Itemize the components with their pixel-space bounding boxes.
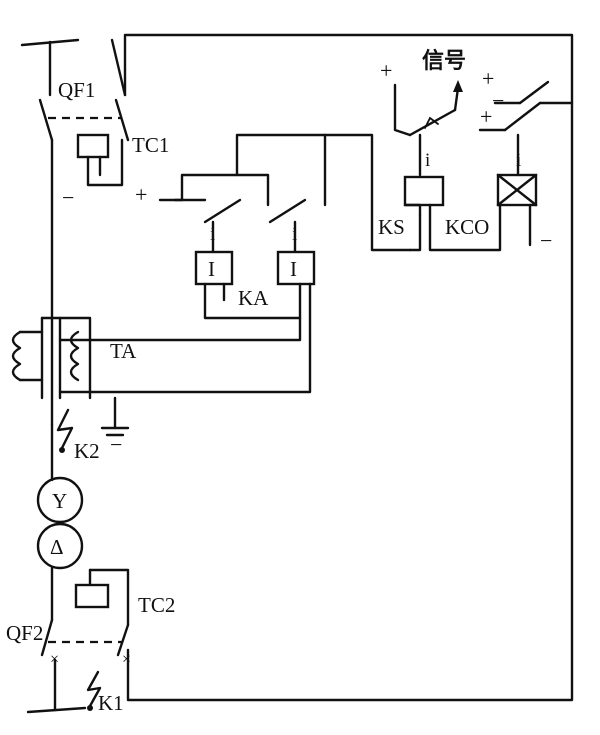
k2-fault-point [50,408,74,482]
k1-label: K1 [98,691,124,715]
ka-right-i-label: i [292,224,297,245]
tc1-label: TC1 [132,133,169,157]
transformer-delta-symbol: Δ [50,535,64,559]
k2-label: K2 [74,439,100,463]
kco-output-relay [478,80,550,247]
kco-label: KCO [445,215,489,239]
qf2-label: QF2 [6,621,43,645]
k1-fault-point [86,670,102,711]
qf2-breaker: × × [26,618,131,714]
ks-i-label: i [425,150,430,171]
ka-relay-right [58,220,316,394]
ta-label: TA [110,339,137,363]
ks-label: KS [378,215,405,239]
tc1-minus: − [62,185,74,210]
ka-label: KA [238,286,269,310]
kco-i-label: i [516,150,521,171]
ka-right-relay-symbol: I [290,257,297,281]
ta-current-transformer [11,316,130,437]
transformer [36,476,84,622]
kco-contact-minus: − [492,88,504,113]
signal-circuit [393,80,463,177]
svg-text:×: × [41,88,50,105]
ka-contact-bus [158,133,412,252]
qf1-breaker: × × [20,38,130,427]
svg-text:×: × [122,651,131,668]
signal-plus: + [380,58,392,83]
kco-contact-plus-2: + [480,104,492,129]
ka-relay-left [194,220,302,320]
tc2-label: TC2 [138,593,175,617]
tc2-trip-coil [74,568,130,627]
ka-left-relay-symbol: I [208,257,215,281]
tc1-trip-coil [76,133,124,187]
transformer-star-symbol: Y [52,489,67,513]
k2-ground-minus: − [110,432,122,457]
ks-signal-relay [403,175,502,252]
outer-trip-loop [123,33,574,702]
qf1-label: QF1 [58,78,95,102]
signal-label: 信号 [422,48,466,74]
tc1-plus: + [135,182,147,207]
kco-contact-plus-1: + [482,66,494,91]
kco-minus: − [540,228,552,253]
ka-left-i-label: i [210,224,215,245]
